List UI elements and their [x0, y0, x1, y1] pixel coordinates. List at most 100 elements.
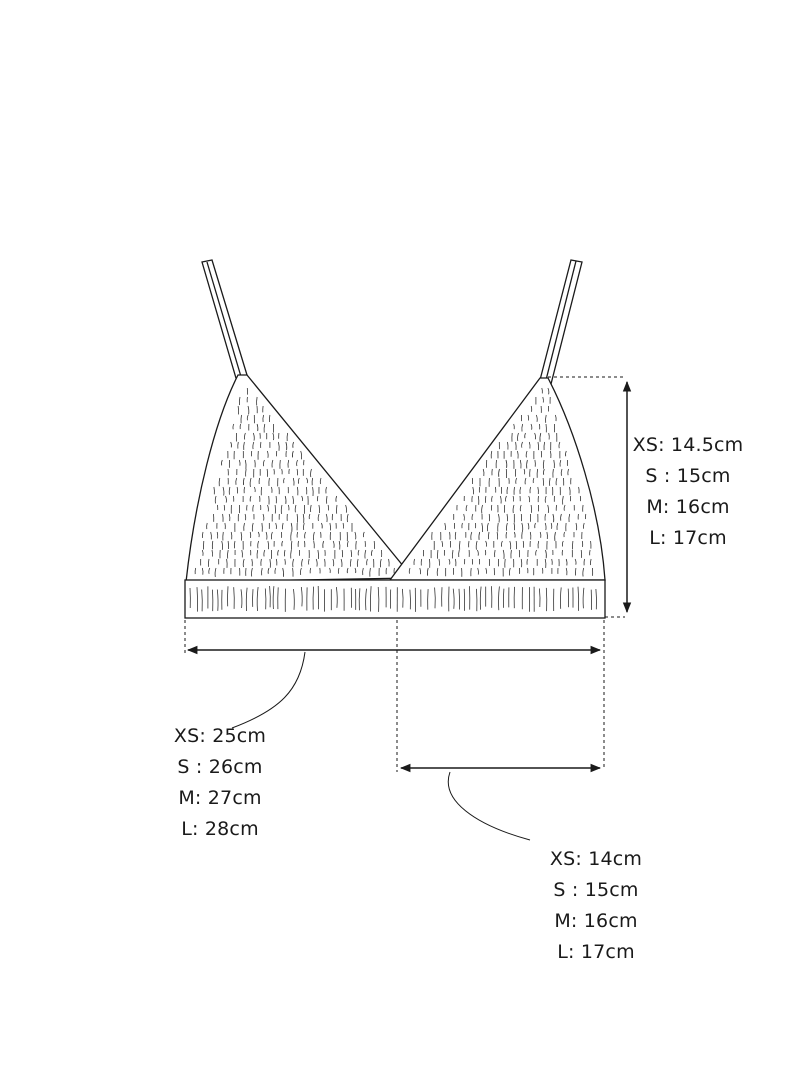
smocking-stitch: [308, 558, 310, 565]
smocking-stitch: [521, 441, 523, 448]
smocking-stitch: [237, 405, 240, 415]
smocking-stitch: [517, 450, 519, 459]
smocking-stitch: [321, 522, 323, 529]
smocking-stitch: [541, 387, 543, 394]
smocking-stitch: [286, 432, 288, 442]
smocking-stitch: [325, 486, 327, 494]
smocking-stitch: [249, 531, 252, 538]
smocking-stitch: [356, 558, 359, 567]
smocking-stitch: [521, 522, 524, 532]
half-width-dimension: [396, 620, 602, 841]
smocking-stitch: [272, 432, 275, 441]
band-ruching-line: [377, 586, 380, 612]
smocking-stitch: [281, 540, 283, 547]
smocking-stitch: [535, 414, 538, 422]
smocking-stitch: [244, 513, 247, 521]
band-ruching-line: [312, 586, 314, 610]
smocking-stitch: [243, 522, 245, 531]
smocking-stitch: [265, 531, 268, 540]
smocking-stitch: [526, 459, 528, 469]
smocking-stitch: [285, 441, 288, 451]
smocking-stitch: [452, 549, 454, 559]
smocking-stitch: [296, 459, 298, 467]
smocking-stitch: [271, 459, 274, 468]
smocking-stitch: [497, 513, 500, 523]
smocking-stitch: [519, 486, 522, 495]
smocking-stitch: [350, 558, 352, 567]
cup-height-l: L: 17cm: [649, 527, 727, 549]
smocking-stitch: [555, 414, 557, 422]
smocking-stitch: [502, 549, 505, 559]
smocking-stitch: [292, 450, 294, 458]
smocking-stitch: [458, 549, 460, 558]
cup-height-s: S : 15cm: [645, 465, 731, 487]
smocking-stitch: [257, 540, 260, 549]
smocking-stitch: [332, 540, 335, 548]
smocking-stitch: [559, 459, 562, 467]
smocking-stitch: [271, 531, 273, 540]
smocking-stitch: [238, 396, 241, 406]
smocking-stitch: [292, 495, 294, 504]
smocking-stitch: [290, 531, 292, 541]
smocking-stitch: [252, 441, 255, 450]
smocking-stitch: [491, 495, 493, 502]
smocking-stitch: [532, 477, 535, 484]
right-strap: [539, 259, 583, 390]
smocking-stitch: [306, 477, 308, 484]
smocking-stitch: [236, 486, 239, 494]
band-ruching-line: [196, 587, 198, 612]
smocking-stitch: [472, 486, 474, 495]
smocking-stitch: [251, 567, 253, 577]
smocking-stitch: [310, 504, 312, 513]
smocking-stitch: [252, 432, 255, 441]
band-ruching-line: [256, 587, 259, 612]
smocking-stitch: [340, 558, 343, 567]
smocking-stitch: [563, 504, 566, 511]
underband: [184, 579, 606, 619]
band-ruching-line: [300, 586, 303, 607]
smocking-stitch: [561, 540, 564, 547]
smocking-stitch: [388, 558, 390, 567]
band-ruching-line: [369, 586, 372, 612]
smocking-stitch: [537, 441, 539, 451]
band-ruching-line: [201, 589, 203, 612]
band-ruching-line: [365, 588, 367, 611]
smocking-stitch: [244, 432, 246, 440]
smocking-stitch: [300, 567, 302, 575]
band-ruching-line: [264, 588, 267, 610]
smocking-stitch: [230, 441, 232, 448]
smocking-stitch: [256, 396, 258, 406]
band-ruching-line: [336, 587, 338, 608]
smocking-stitch: [207, 558, 210, 567]
smocking-stitch: [249, 477, 252, 487]
smocking-stitch: [338, 540, 341, 550]
smocking-stitch: [263, 423, 266, 433]
smocking-stitch: [535, 549, 537, 556]
smocking-stitch: [366, 558, 368, 566]
smocking-stitch: [362, 567, 364, 576]
smocking-stitch: [346, 513, 349, 523]
band-ruching-line: [560, 587, 562, 609]
smocking-stitch: [567, 468, 570, 476]
smocking-stitch: [549, 477, 551, 486]
smocking-stitch: [563, 531, 565, 538]
smocking-stitch: [292, 558, 295, 568]
smocking-stitch: [275, 558, 278, 566]
smocking-stitch: [379, 558, 382, 568]
smocking-stitch: [517, 432, 519, 441]
smocking-stitch: [408, 567, 411, 574]
smocking-stitch: [477, 549, 479, 556]
band-ruching-line: [502, 588, 505, 608]
smocking-stitch: [555, 477, 558, 486]
smocking-stitch: [534, 522, 536, 529]
smocking-stitch: [287, 504, 290, 511]
smocking-stitch: [560, 468, 563, 476]
smocking-stitch: [211, 549, 213, 557]
smocking-stitch: [233, 540, 236, 549]
smocking-stitch: [329, 522, 331, 531]
smocking-stitch: [590, 558, 592, 566]
smocking-stitch: [216, 531, 219, 539]
smocking-stitch: [560, 513, 562, 521]
smocking-stitch: [206, 522, 208, 530]
smocking-stitch: [523, 468, 526, 475]
